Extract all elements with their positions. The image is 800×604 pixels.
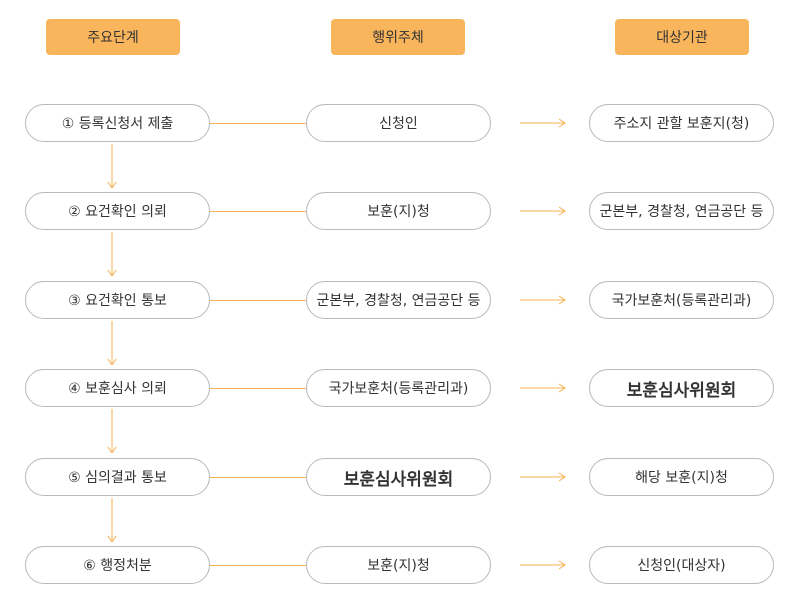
- connector-2: [210, 211, 306, 212]
- arrow-down-icon: [107, 321, 117, 365]
- connector-3: [210, 300, 306, 301]
- actor-3: 군본부, 경찰청, 연금공단 등: [306, 281, 491, 319]
- actor-6: 보훈(지)청: [306, 546, 491, 584]
- stage-3: ③ 요건확인 통보: [25, 281, 210, 319]
- arrow-down-icon: [107, 498, 117, 542]
- header-stage: 주요단계: [46, 19, 180, 55]
- target-6: 신청인(대상자): [589, 546, 774, 584]
- connector-4: [210, 388, 306, 389]
- header-target: 대상기관: [615, 19, 749, 55]
- arrow-down-icon: [107, 409, 117, 453]
- arrow-down-icon: [107, 144, 117, 188]
- arrow-right-icon: [520, 118, 566, 128]
- target-4: 보훈심사위원회: [589, 369, 774, 407]
- target-2: 군본부, 경찰청, 연금공단 등: [589, 192, 774, 230]
- connector-6: [210, 565, 306, 566]
- arrow-down-icon: [107, 232, 117, 276]
- stage-1: ① 등록신청서 제출: [25, 104, 210, 142]
- arrow-right-icon: [520, 560, 566, 570]
- connector-1: [210, 123, 306, 124]
- stage-4: ④ 보훈심사 의뢰: [25, 369, 210, 407]
- connector-5: [210, 477, 306, 478]
- arrow-right-icon: [520, 206, 566, 216]
- arrow-right-icon: [520, 472, 566, 482]
- arrow-right-icon: [520, 295, 566, 305]
- target-3: 국가보훈처(등록관리과): [589, 281, 774, 319]
- stage-6: ⑥ 행정처분: [25, 546, 210, 584]
- target-5: 해당 보훈(지)청: [589, 458, 774, 496]
- actor-5: 보훈심사위원회: [306, 458, 491, 496]
- target-1: 주소지 관할 보훈지(청): [589, 104, 774, 142]
- arrow-right-icon: [520, 383, 566, 393]
- stage-2: ② 요건확인 의뢰: [25, 192, 210, 230]
- actor-4: 국가보훈처(등록관리과): [306, 369, 491, 407]
- actor-2: 보훈(지)청: [306, 192, 491, 230]
- actor-1: 신청인: [306, 104, 491, 142]
- header-actor: 행위주체: [331, 19, 465, 55]
- stage-5: ⑤ 심의결과 통보: [25, 458, 210, 496]
